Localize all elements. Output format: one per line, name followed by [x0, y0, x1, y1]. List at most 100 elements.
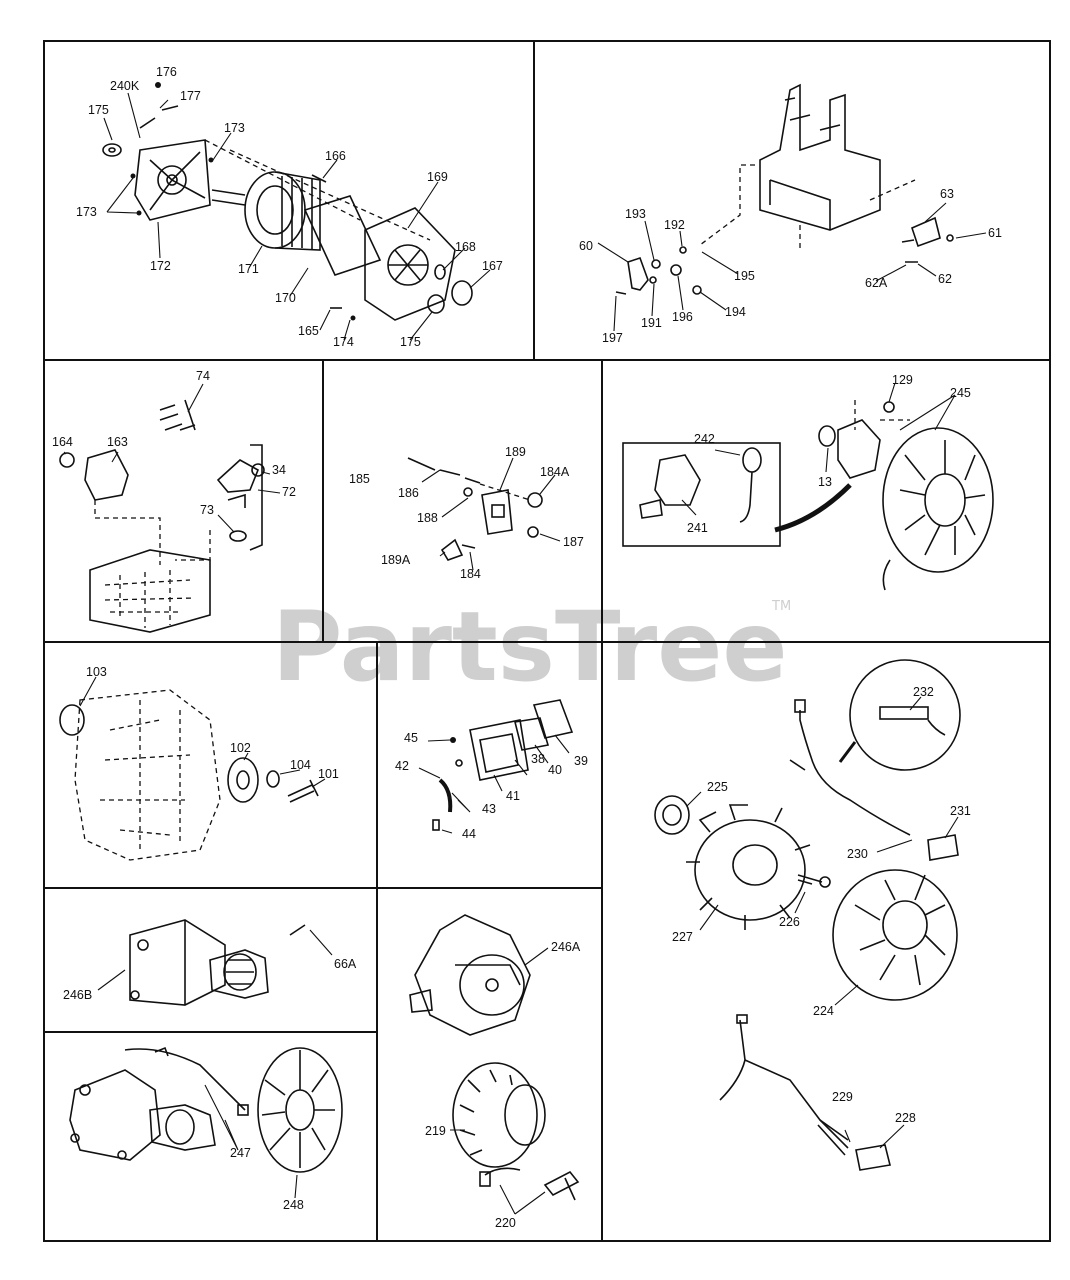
crankcase-leaders: [79, 676, 326, 788]
panel-solenoid: 74 164 163 34 72 73: [52, 369, 296, 633]
panel-recoil-tire: 246A 219 220: [409, 914, 581, 1230]
callout-225: 225: [707, 780, 728, 794]
panel-frame: [43, 40, 1051, 1242]
callout-42: 42: [395, 759, 409, 773]
callout-196: 196: [672, 310, 693, 324]
callout-172: 172: [150, 259, 171, 273]
callout-220: 220: [495, 1216, 516, 1230]
callout-74: 74: [196, 369, 210, 383]
watermark-text: PartsTree: [272, 591, 787, 703]
callout-186: 186: [398, 486, 419, 500]
governor-linkage-callouts: 193 192 60 195 63 61 62A 62 191 196 194 …: [579, 187, 1002, 345]
callout-246A: 246A: [551, 940, 581, 954]
callout-163: 163: [107, 435, 128, 449]
panel-ignition: 129 245 242 13 241: [622, 373, 994, 591]
callout-61: 61: [988, 226, 1002, 240]
panel-crankcase: 103 102 104 101: [59, 665, 339, 861]
panel-intake: 45 42 39 40 38 41 43 44: [395, 699, 588, 841]
alternator-leaders: [686, 696, 959, 1149]
callout-40: 40: [548, 763, 562, 777]
starter-flywheel-drawing: [69, 1046, 343, 1173]
callout-241: 241: [687, 521, 708, 535]
callout-184A: 184A: [540, 465, 570, 479]
callout-240K: 240K: [110, 79, 140, 93]
callout-245: 245: [950, 386, 971, 400]
callout-39: 39: [574, 754, 588, 768]
starter-leaders: [97, 929, 333, 991]
ignition-callouts: 129 245 242 13 241: [687, 373, 971, 535]
callout-102: 102: [230, 741, 251, 755]
callout-166: 166: [325, 149, 346, 163]
recoil-tire-drawing: [409, 914, 580, 1201]
crankcase-callouts: 103 102 104 101: [86, 665, 339, 781]
alternator-callouts: 232 225 231 230 226 227 224 229 228: [672, 685, 971, 1125]
callout-173: 173: [224, 121, 245, 135]
callout-170: 170: [275, 291, 296, 305]
solenoid-drawing: [59, 399, 265, 633]
callout-231: 231: [950, 804, 971, 818]
callout-174: 174: [333, 335, 354, 349]
callout-248: 248: [283, 1198, 304, 1212]
callout-129: 129: [892, 373, 913, 387]
callout-188: 188: [417, 511, 438, 525]
starter-drawing: [129, 919, 306, 1006]
ignition-drawing: [622, 400, 994, 591]
panel-governor-linkage: 193 192 60 195 63 61 62A 62 191 196 194 …: [579, 83, 1002, 345]
callout-167: 167: [482, 259, 503, 273]
callout-73: 73: [200, 503, 214, 517]
intake-leaders: [418, 734, 570, 834]
rotor-housing-leaders: [103, 92, 491, 341]
watermark-trademark: TM: [771, 599, 791, 614]
panel-starter: 66A 246B: [63, 919, 357, 1006]
recoil-tire-callouts: 246A 219 220: [425, 940, 581, 1230]
governor-linkage-leaders: [597, 202, 987, 332]
breather-callouts: 189 185 184A 186 188 187 189A 184: [349, 445, 584, 581]
intake-callouts: 45 42 39 40 38 41 43 44: [395, 731, 588, 841]
callout-101: 101: [318, 767, 339, 781]
callout-246B: 246B: [63, 988, 92, 1002]
callout-63: 63: [940, 187, 954, 201]
callout-34: 34: [272, 463, 286, 477]
callout-193: 193: [625, 207, 646, 221]
callout-169: 169: [427, 170, 448, 184]
callout-187: 187: [563, 535, 584, 549]
alternator-drawing: [654, 659, 961, 1171]
callout-195: 195: [734, 269, 755, 283]
callout-168: 168: [455, 240, 476, 254]
callout-232: 232: [913, 685, 934, 699]
callout-171: 171: [238, 262, 259, 276]
callout-165: 165: [298, 324, 319, 338]
callout-191: 191: [641, 316, 662, 330]
callout-184: 184: [460, 567, 481, 581]
callout-175: 175: [88, 103, 109, 117]
callout-13: 13: [818, 475, 832, 489]
governor-linkage-drawing: [615, 83, 954, 295]
callout-226: 226: [779, 915, 800, 929]
panel-alternator: 232 225 231 230 226 227 224 229 228: [654, 659, 971, 1171]
callout-66A: 66A: [334, 957, 357, 971]
callout-242: 242: [694, 432, 715, 446]
solenoid-leaders: [63, 383, 281, 533]
callout-38: 38: [531, 752, 545, 766]
starter-flywheel-leaders: [204, 1084, 298, 1199]
callout-173-lower: 173: [76, 205, 97, 219]
callout-228: 228: [895, 1111, 916, 1125]
recoil-tire-leaders: [450, 947, 549, 1215]
panel-starter-flywheel: 247 248: [69, 1046, 343, 1212]
callout-43: 43: [482, 802, 496, 816]
callout-41: 41: [506, 789, 520, 803]
rotor-housing-callouts: 240K 176 177 175 173 166 169 173 172 171…: [76, 65, 503, 349]
crankcase-drawing: [59, 689, 319, 861]
breather-leaders: [421, 457, 561, 571]
callout-189A: 189A: [381, 553, 411, 567]
callout-176: 176: [156, 65, 177, 79]
callout-62: 62: [938, 272, 952, 286]
callout-44: 44: [462, 827, 476, 841]
callout-164: 164: [52, 435, 73, 449]
callout-192: 192: [664, 218, 685, 232]
panel-breather: 189 185 184A 186 188 187 189A 184: [349, 445, 584, 581]
callout-175-lower: 175: [400, 335, 421, 349]
callout-230: 230: [847, 847, 868, 861]
panel-rotor-housing: 240K 176 177 175 173 166 169 173 172 171…: [76, 65, 503, 349]
callout-229: 229: [832, 1090, 853, 1104]
